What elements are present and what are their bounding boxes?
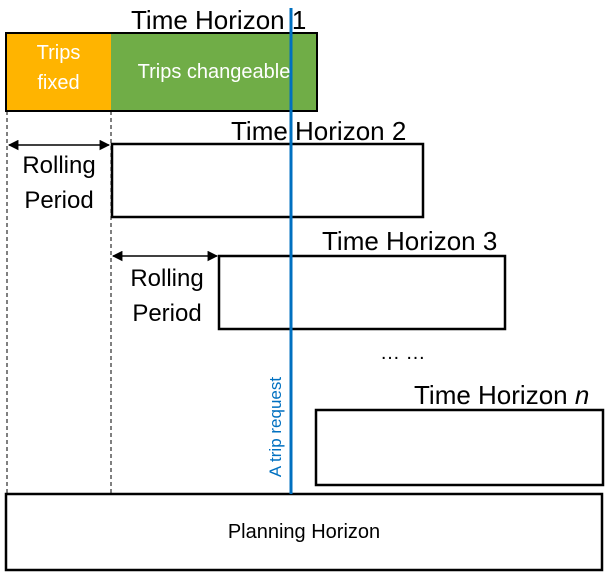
rolling-period-1-line2: Period [24,187,94,214]
trip-request-label: A trip request [266,376,285,478]
rolling-period-label-1: Rolling Period [10,148,108,218]
rolling-period-label-2: Rolling Period [118,261,216,331]
rolling-period-1-line1: Rolling [22,152,96,179]
time-horizon-3-label: Time Horizon 3 [322,226,498,256]
trips-changeable-label: Trips changeable [137,60,291,83]
trips-fixed-segment [6,33,111,111]
time-horizon-3-box [217,254,507,331]
time-horizon-n-label: Time Horizon n [414,382,589,408]
trips-fixed-label: Trips fixed [6,38,111,98]
time-horizon-n-box [314,408,605,487]
time-horizon-n-prefix: Time Horizon [414,380,575,410]
time-horizon-2-label: Time Horizon 2 [231,116,407,146]
trips-fixed-line1: Trips [36,42,81,64]
planning-horizon-label: Planning Horizon [227,520,381,543]
rolling-period-2-line2: Period [132,300,202,327]
rolling-period-2-line1: Rolling [130,265,204,292]
trips-changeable-segment [111,33,317,111]
ellipsis-label: … … [380,342,426,364]
planning-horizon-box [4,492,604,572]
time-horizon-1-label: Time Horizon 1 [131,5,307,35]
time-horizon-2-box [110,142,425,219]
time-horizon-n-variable: n [574,380,590,410]
time-horizon-1-box [5,32,318,112]
trips-fixed-line2: fixed [37,72,80,94]
